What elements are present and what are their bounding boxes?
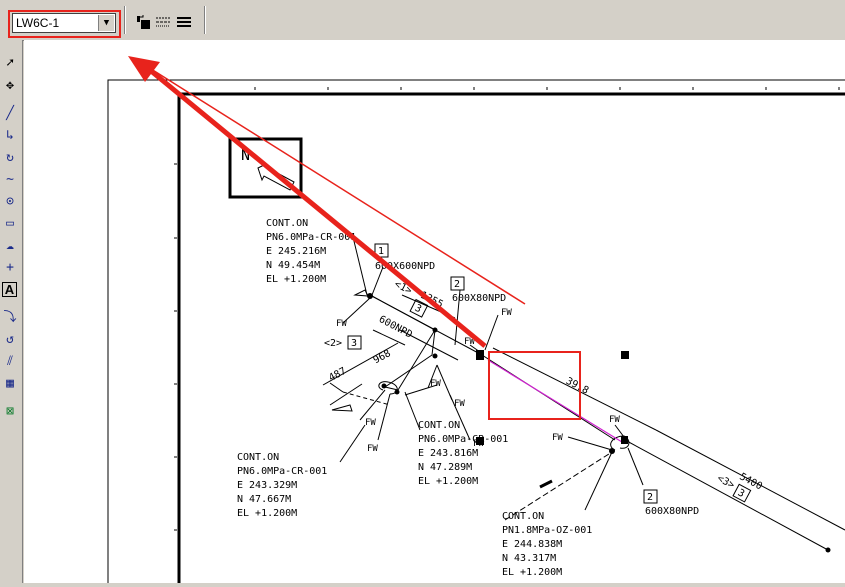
offset-icon[interactable]: ⫽ [7,354,13,369]
chevron-down-icon[interactable]: ▼ [98,15,114,31]
line-style-icon[interactable] [155,14,171,30]
svg-text:E 243.329M: E 243.329M [237,480,297,491]
combo-highlight-box [8,10,121,38]
tag3b: 3 [413,303,423,316]
top-toolbar: LW6C-1 ▼ [0,0,845,41]
hatch-icon[interactable]: ▦ [6,376,14,391]
rotate-icon[interactable]: ↺ [6,332,14,347]
layer-combo[interactable]: LW6C-1 ▼ [12,13,116,33]
svg-text:N 43.317M: N 43.317M [502,553,556,564]
dim-487: 487 [327,366,348,384]
pipe-segments [322,236,845,551]
component-tags: 1 600X600NPD 2 600X80NPD 2 600X80NPD 3 <… [324,243,764,517]
svg-text:E 244.838M: E 244.838M [502,539,562,550]
svg-text:FW: FW [552,433,563,443]
svg-text:FW: FW [367,444,378,454]
text-icon[interactable]: A [2,282,17,297]
svg-text:EL +1.200M: EL +1.200M [502,567,562,578]
point-icon[interactable]: + [6,260,14,275]
dim-398: 39.8 [564,376,590,397]
tag1-num: 1 [378,246,384,257]
line-weight-icon[interactable] [176,14,192,30]
fw-labels: FW FW FW FW FW FW FW FW FW FW [336,308,620,454]
selected-pipe-segment[interactable] [487,359,623,443]
layer-manager-icon[interactable] [136,14,152,30]
svg-text:EL +1.200M: EL +1.200M [237,508,297,519]
dim-968: 968 [372,348,393,366]
select-multi-icon[interactable]: ✥ [6,78,14,93]
arc-icon[interactable]: ↻ [6,150,14,165]
sheet-outer-border [107,79,845,583]
tag3c: 3 [736,487,746,500]
line-icon[interactable]: ╱ [6,106,14,121]
isometric-drawing: N [107,56,845,583]
toolbar-separator [124,6,126,34]
seg2-label: <2> [324,338,342,349]
spline-icon[interactable]: ∼ [6,172,14,187]
annotation-arrowhead-icon [128,56,160,82]
select-icon[interactable]: ➚ [6,56,14,71]
layer-combo-value: LW6C-1 [16,16,60,30]
flow-arrow-icon [539,479,553,489]
svg-text:FW: FW [609,415,620,425]
svg-text:FW: FW [473,439,484,449]
svg-text:E 243.816M: E 243.816M [418,448,478,459]
svg-text:N 47.289M: N 47.289M [418,462,472,473]
drawing-canvas[interactable]: N [24,40,845,583]
pipe-nodes [367,293,831,553]
svg-text:E 245.216M: E 245.216M [266,246,326,257]
callout-3: CONT.ON PN6.0MPa-CR-001 E 243.816M N 47.… [418,420,508,487]
svg-text:FW: FW [430,379,441,389]
fillet-icon[interactable]: ⤵ [3,310,17,325]
tag1-text: 600X600NPD [375,261,435,272]
callout-2: CONT.ON PN6.0MPa-CR-001 E 243.329M N 47.… [237,452,327,519]
left-toolbar: ➚ ✥ ╱ ↳ ↻ ∼ ⊙ ▭ ☁ + A ⤵ ↺ ⫽ ▦ ⊠ [0,40,23,583]
callout-4: CONT.ON PN1.8MPa-OZ-001 E 244.838M N 43.… [502,511,592,578]
rectangle-icon[interactable]: ▭ [6,216,14,231]
svg-text:CONT.ON: CONT.ON [418,420,460,431]
north-label: N [241,146,250,164]
svg-text:CONT.ON: CONT.ON [502,511,544,522]
circle-icon[interactable]: ⊙ [6,194,14,209]
svg-text:FW: FW [464,337,475,347]
svg-text:N 49.454M: N 49.454M [266,260,320,271]
svg-text:EL +1.200M: EL +1.200M [266,274,326,285]
tag2b-num: 2 [647,492,653,503]
annotation-arrow-shaft [143,64,487,348]
svg-text:PN1.8MPa-OZ-001: PN1.8MPa-OZ-001 [502,525,592,536]
tag2a-num: 2 [454,279,460,290]
tag3a: 3 [351,338,357,349]
border-ticks [174,87,840,531]
svg-text:FW: FW [336,319,347,329]
svg-text:CONT.ON: CONT.ON [237,452,279,463]
segment-highlight-box [488,351,581,420]
polyline-icon[interactable]: ↳ [6,128,14,143]
cloud-icon[interactable]: ☁ [6,238,14,253]
annotation-line [139,61,526,305]
svg-text:PN6.0MPa-CR-001: PN6.0MPa-CR-001 [266,232,356,243]
insert-icon[interactable]: ⊠ [6,404,14,419]
svg-text:FW: FW [501,308,512,318]
npd-label: 600NPD [377,314,414,341]
svg-text:EL +1.200M: EL +1.200M [418,476,478,487]
tag2b-text: 600X80NPD [645,506,699,517]
svg-text:CONT.ON: CONT.ON [266,218,308,229]
svg-text:FW: FW [365,418,376,428]
callout-1: CONT.ON PN6.0MPa-CR-001 E 245.216M N 49.… [266,218,356,285]
tag2a-text: 600X80NPD [452,293,506,304]
weld-flag-icon [331,404,353,412]
weld-flag-icon [353,289,369,297]
seg3-label: <3> [715,473,736,491]
svg-text:PN6.0MPa-CR-001: PN6.0MPa-CR-001 [237,466,327,477]
svg-text:PN6.0MPa-CR-001: PN6.0MPa-CR-001 [418,434,508,445]
svg-text:N 47.667M: N 47.667M [237,494,291,505]
svg-text:FW: FW [454,399,465,409]
toolbar-separator [204,6,206,34]
north-symbol-box [228,137,303,199]
